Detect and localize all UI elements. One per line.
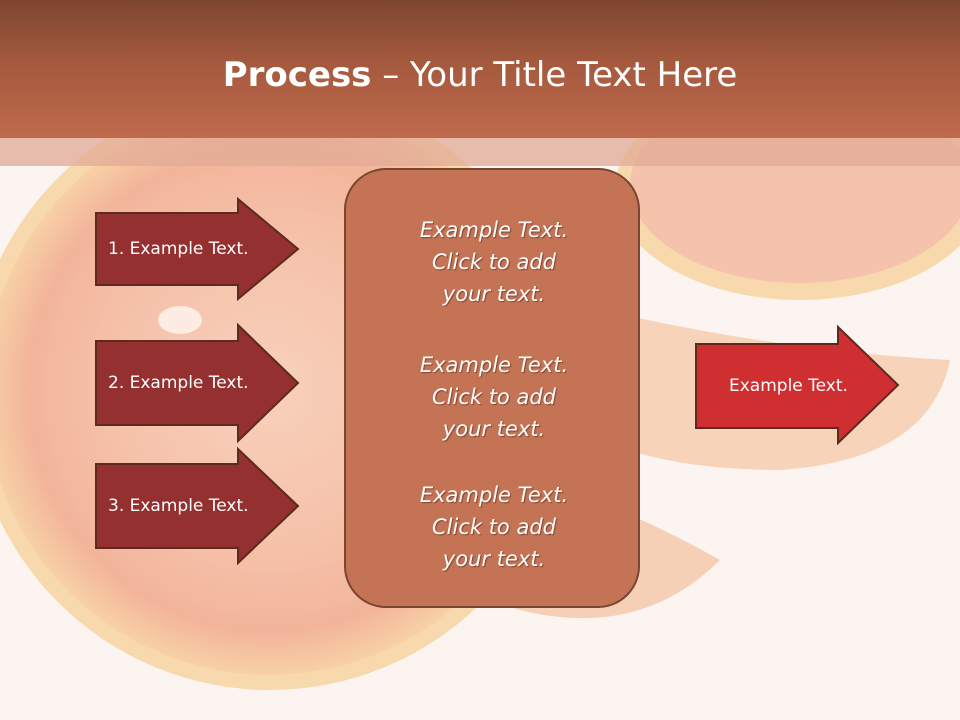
left-arrow-2[interactable]: 2. Example Text.	[95, 322, 300, 444]
center-line: Example Text.	[419, 218, 569, 242]
left-arrow-label: 2. Example Text.	[108, 373, 249, 393]
center-text-block: Example Text. Click to add your text.	[346, 214, 642, 310]
right-arrow[interactable]: Example Text.	[695, 324, 900, 446]
center-line: Example Text.	[419, 483, 569, 507]
center-text-block: Example Text. Click to add your text.	[346, 479, 642, 575]
center-text-box[interactable]: Example Text. Click to add your text. Ex…	[344, 168, 640, 608]
left-arrow-label: 3. Example Text.	[108, 496, 249, 516]
center-line: your text.	[442, 417, 546, 441]
right-arrow-label: Example Text.	[729, 376, 848, 396]
title-bar	[0, 0, 960, 138]
title-bold: Process	[222, 55, 372, 95]
center-line: your text.	[442, 547, 546, 571]
arrow-shape	[95, 446, 300, 566]
slide-title[interactable]: Process – Your Title Text Here	[0, 50, 960, 100]
title-rest: – Your Title Text Here	[371, 55, 738, 95]
title-band	[0, 138, 960, 166]
arrow-shape	[95, 322, 300, 444]
center-line: Click to add	[431, 250, 556, 274]
arrow-shape	[695, 324, 900, 446]
center-line: Example Text.	[419, 353, 569, 377]
center-line: Click to add	[431, 385, 556, 409]
center-line: your text.	[442, 282, 546, 306]
left-arrow-1[interactable]: 1. Example Text.	[95, 196, 300, 302]
left-arrow-label: 1. Example Text.	[108, 239, 249, 259]
left-arrow-3[interactable]: 3. Example Text.	[95, 446, 300, 566]
center-text-block: Example Text. Click to add your text.	[346, 349, 642, 445]
center-line: Click to add	[431, 515, 556, 539]
arrow-shape	[95, 196, 300, 302]
